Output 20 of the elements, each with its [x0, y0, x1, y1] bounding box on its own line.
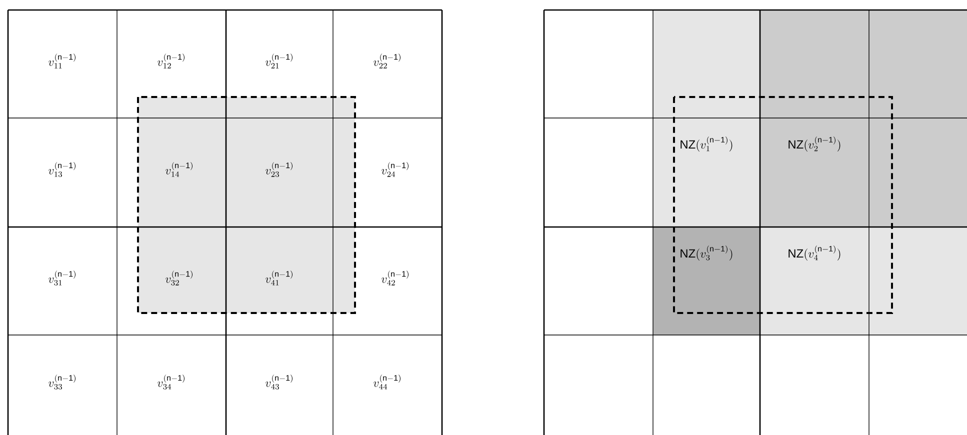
cell-label: $v_{21}^{\mathrm{(n-1)}}$: [264, 52, 295, 70]
cell-label: $\mathrm{NZ}(v_{1}^{\mathrm{(n-1)}})$: [678, 134, 735, 154]
cell-label: $v_{33}^{\mathrm{(n-1)}}$: [47, 374, 78, 390]
cell-label: $v_{34}^{\mathrm{(n-1)}}$: [156, 374, 187, 390]
cell-label: $\mathrm{NZ}(v_{3}^{\mathrm{(n-1)}})$: [678, 244, 735, 262]
cell-label: $v_{41}^{\mathrm{(n-1)}}$: [264, 270, 295, 286]
cell-label: $v_{32}^{\mathrm{(n-1)}}$: [164, 270, 195, 286]
cell-label: $v_{12}^{\mathrm{(n-1)}}$: [156, 52, 187, 70]
cell-label: $v_{14}^{\mathrm{(n-1)}}$: [164, 161, 195, 178]
cell-label: $\mathrm{NZ}(v_{2}^{\mathrm{(n-1)}})$: [786, 134, 843, 154]
cell-label: $v_{24}^{\mathrm{(n-1)}}$: [380, 161, 411, 178]
cell-label: $v_{13}^{\mathrm{(n-1)}}$: [47, 161, 78, 178]
cell-label: $\mathrm{NZ}(v_{4}^{\mathrm{(n-1)}})$: [786, 244, 843, 262]
cell-label: $v_{23}^{\mathrm{(n-1)}}$: [264, 161, 295, 178]
cell-label: $v_{44}^{\mathrm{(n-1)}}$: [372, 374, 403, 390]
cell-label: $v_{11}^{\mathrm{(n-1)}}$: [47, 52, 78, 70]
cell-label: $v_{42}^{\mathrm{(n-1)}}$: [380, 270, 411, 286]
cell-label: $v_{22}^{\mathrm{(n-1)}}$: [372, 52, 403, 70]
cell-label: $v_{31}^{\mathrm{(n-1)}}$: [47, 270, 78, 286]
cell-label: $v_{43}^{\mathrm{(n-1)}}$: [264, 374, 295, 390]
